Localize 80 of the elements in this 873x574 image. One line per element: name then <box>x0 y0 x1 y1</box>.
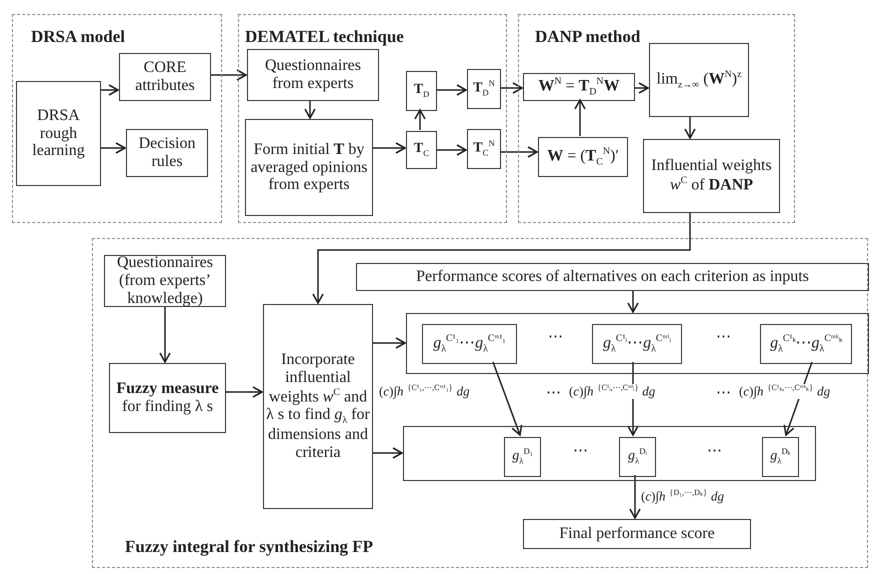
arrow <box>492 362 522 436</box>
arrow <box>500 82 523 94</box>
edge-label: (c)∫h$^{｛D₁,⋯,Dₖ｝}$dg <box>640 489 725 504</box>
ellipsis-label: ⋯ <box>707 444 722 459</box>
process-box <box>16 81 101 186</box>
process-box <box>119 53 211 101</box>
ellipsis-label: ⋯ <box>546 386 561 401</box>
box-label: Decision rules <box>138 135 196 171</box>
process-box <box>406 131 437 169</box>
box-label: Fuzzy measure for finding λ s <box>115 380 220 416</box>
process-box <box>104 255 226 307</box>
arrow <box>372 337 406 349</box>
arrow <box>304 100 316 119</box>
box-label: Influential weights w$^{C}$ of DANP <box>650 157 773 195</box>
arrow <box>100 84 119 96</box>
ellipsis-label: ⋯ <box>716 386 731 401</box>
process-box <box>247 49 379 101</box>
box-label: T$_{D}$ <box>414 82 430 100</box>
box-label: CORE attributes <box>134 59 196 95</box>
process-box <box>263 304 373 509</box>
panel-title: Fuzzy integral for synthesizing FP <box>125 537 374 557</box>
process-box <box>126 129 208 177</box>
process-box <box>643 139 780 213</box>
arrow <box>225 386 263 398</box>
box-label: Form initial T by averaged opinions from experts <box>250 140 368 194</box>
arrow <box>436 144 467 156</box>
section-panel <box>238 14 507 223</box>
process-box <box>762 437 799 477</box>
arrow <box>629 475 641 519</box>
arrow <box>414 109 426 130</box>
arrow <box>436 84 467 96</box>
edge-label: (c)∫h$^{｛C¹₁,⋯,Cᵐ¹₁｝}$dg <box>378 384 471 399</box>
edge-label: (c)∫h$^{｛C¹ₖ,⋯,Cᵐᵏₖ｝}$dg <box>738 384 832 399</box>
ellipsis-label: ⋯ <box>716 330 731 345</box>
arrow <box>100 142 126 154</box>
box-label: Final performance score <box>559 525 715 543</box>
panel-title: DANP method <box>535 27 640 47</box>
edge-label: (c)∫h$^{｛C¹ᵢ,⋯,Cᵐⁱᵢ｝}$dg <box>568 384 656 399</box>
group-box <box>406 313 869 374</box>
box-label: T$_{C}$ <box>414 141 430 159</box>
process-box <box>619 437 656 477</box>
arrow <box>574 99 586 136</box>
arrow <box>372 142 406 154</box>
arrow <box>684 116 696 139</box>
arrow <box>210 69 247 81</box>
process-box <box>406 71 437 111</box>
process-box <box>760 324 852 364</box>
process-box <box>649 43 749 117</box>
process-box <box>422 324 517 364</box>
process-box <box>467 129 501 169</box>
section-panel <box>518 14 795 223</box>
box-label: lim$_{z→∞}$ (W$^{N}$)$^{z}$ <box>656 69 742 91</box>
box-label: Incorporate influential weights w$^{C}$ and λ s to find g$_{λ}$ for dimensions and criteria <box>266 350 370 462</box>
process-box <box>245 119 373 216</box>
arrow <box>159 306 171 363</box>
box-label: Performance scores of alternatives on each criterion as inputs <box>416 268 809 286</box>
box-label: Questionnaires (from experts’ knowledge) <box>116 254 214 308</box>
arrow <box>500 146 538 158</box>
process-box <box>467 69 501 109</box>
process-box <box>592 324 682 364</box>
process-box <box>538 137 628 177</box>
ellipsis-label: ⋯ <box>573 444 588 459</box>
process-box <box>523 73 635 101</box>
section-panel <box>12 14 222 223</box>
box-label: Questionnaires from experts <box>264 57 362 93</box>
box-label: W$^{N}$ = T$_{D}$$^{N}$W <box>538 76 620 98</box>
process-box <box>356 263 869 291</box>
arrow <box>372 447 403 459</box>
arrow <box>312 212 691 304</box>
arrow <box>634 82 649 94</box>
panel-title: DEMATEL technique <box>245 27 404 47</box>
group-box <box>403 426 816 481</box>
box-label: W = (T$_{C}$$^{N}$)′ <box>547 146 619 168</box>
panel-title: DRSA model <box>31 27 125 47</box>
arrow <box>627 290 639 313</box>
box-label: DRSA rough learning <box>31 106 86 160</box>
process-box <box>504 437 541 477</box>
process-box <box>109 363 226 433</box>
process-box <box>523 519 751 549</box>
ellipsis-label: ⋯ <box>548 330 563 345</box>
